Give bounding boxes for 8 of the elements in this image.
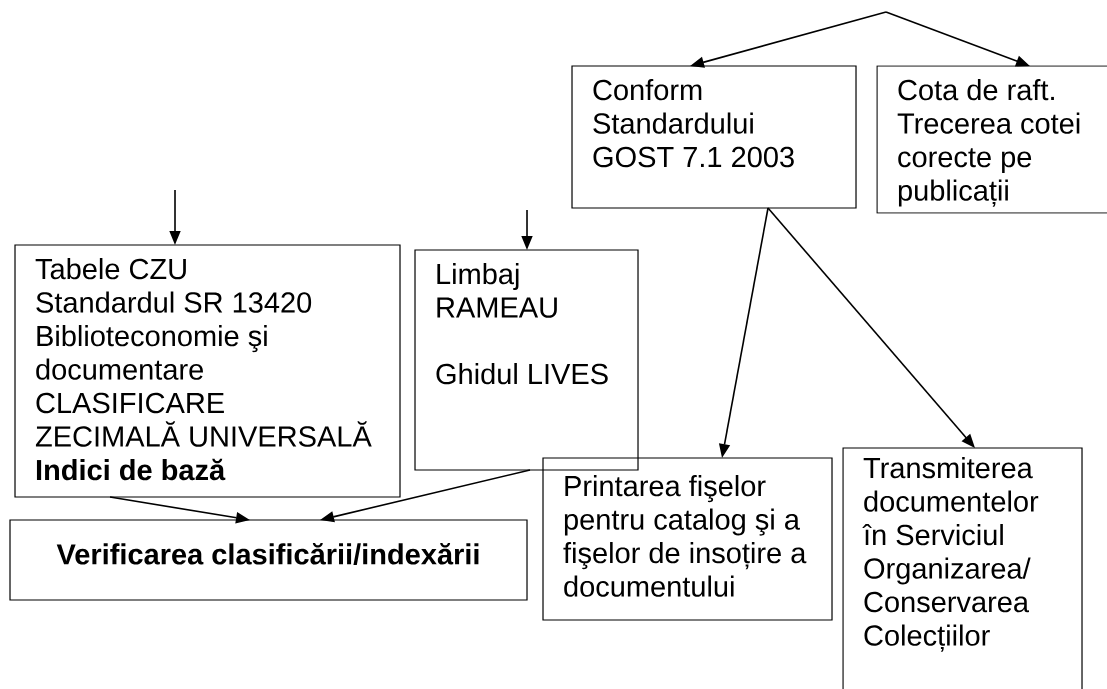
process-box: Conform Standardului GOST 7.1 2003 <box>571 65 857 209</box>
process-box: Tabele CZU Standardul SR 13420 Biblioteconomie şi documentare CLASIFICARE ZECIMALĂ UNIVERSALĂ Indici de bază <box>14 244 401 498</box>
process-box: Limbaj RAMEAU Ghidul LIVES <box>414 249 639 471</box>
process-box: Cota de raft. Trecerea cotei corecte pe publicații <box>876 65 1107 214</box>
process-box: Printarea fişelor pentru catalog şi a fişelor de insoțire a documentului <box>542 457 833 621</box>
process-box: Verificarea clasificării/indexării <box>9 519 528 601</box>
process-box: Transmiterea documentelor în Serviciul Organizarea/ Conservarea Colecțiilor <box>842 447 1083 689</box>
arrow <box>767 207 975 448</box>
